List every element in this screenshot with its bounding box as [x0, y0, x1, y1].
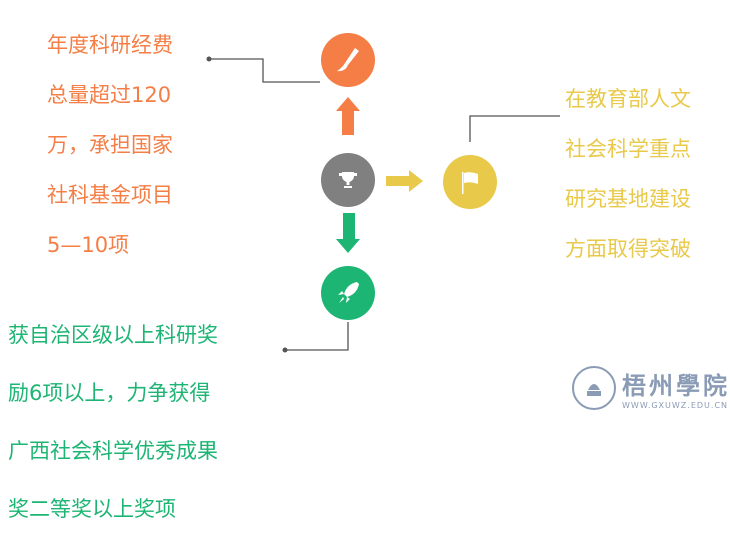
text-line: 社会科学重点: [565, 137, 691, 161]
flag-icon: [443, 155, 497, 209]
text-line: 在教育部人文: [565, 87, 691, 111]
text-line: 奖二等奖以上奖项: [8, 497, 176, 521]
up-arrow: [336, 97, 360, 135]
right-arrow: [386, 170, 423, 192]
yellow-text: 在教育部人文 社会科学重点 研究基地建设 方面取得突破: [565, 62, 691, 287]
logo-name: 梧州學院: [622, 371, 730, 400]
text-line: 励6项以上，力争获得: [8, 381, 211, 405]
rocket-icon: [321, 266, 375, 320]
text-line: 方面取得突破: [565, 237, 691, 261]
down-arrow: [336, 213, 360, 253]
orange-text: 年度科研经费 总量超过120 万，承担国家 社科基金项目 5—10项: [47, 8, 173, 283]
text-line: 万，承担国家: [47, 133, 173, 157]
text-line: 年度科研经费: [47, 33, 173, 57]
text-line: 广西社会科学优秀成果: [8, 439, 218, 463]
brush-icon: [321, 33, 375, 87]
university-logo: 梧州學院 WWW.GXUWZ.EDU.CN: [572, 366, 730, 410]
text-line: 研究基地建设: [565, 187, 691, 211]
text-line: 5—10项: [47, 233, 130, 257]
connector-lines: [206, 56, 560, 353]
seal-icon: [572, 366, 616, 410]
text-line: 获自治区级以上科研奖: [8, 323, 218, 347]
trophy-icon: [321, 153, 375, 207]
logo-url: WWW.GXUWZ.EDU.CN: [622, 401, 729, 410]
green-text: 获自治区级以上科研奖 励6项以上，力争获得 广西社会科学优秀成果 奖二等奖以上奖…: [8, 292, 218, 553]
text-line: 总量超过120: [47, 83, 172, 107]
text-line: 社科基金项目: [47, 183, 173, 207]
